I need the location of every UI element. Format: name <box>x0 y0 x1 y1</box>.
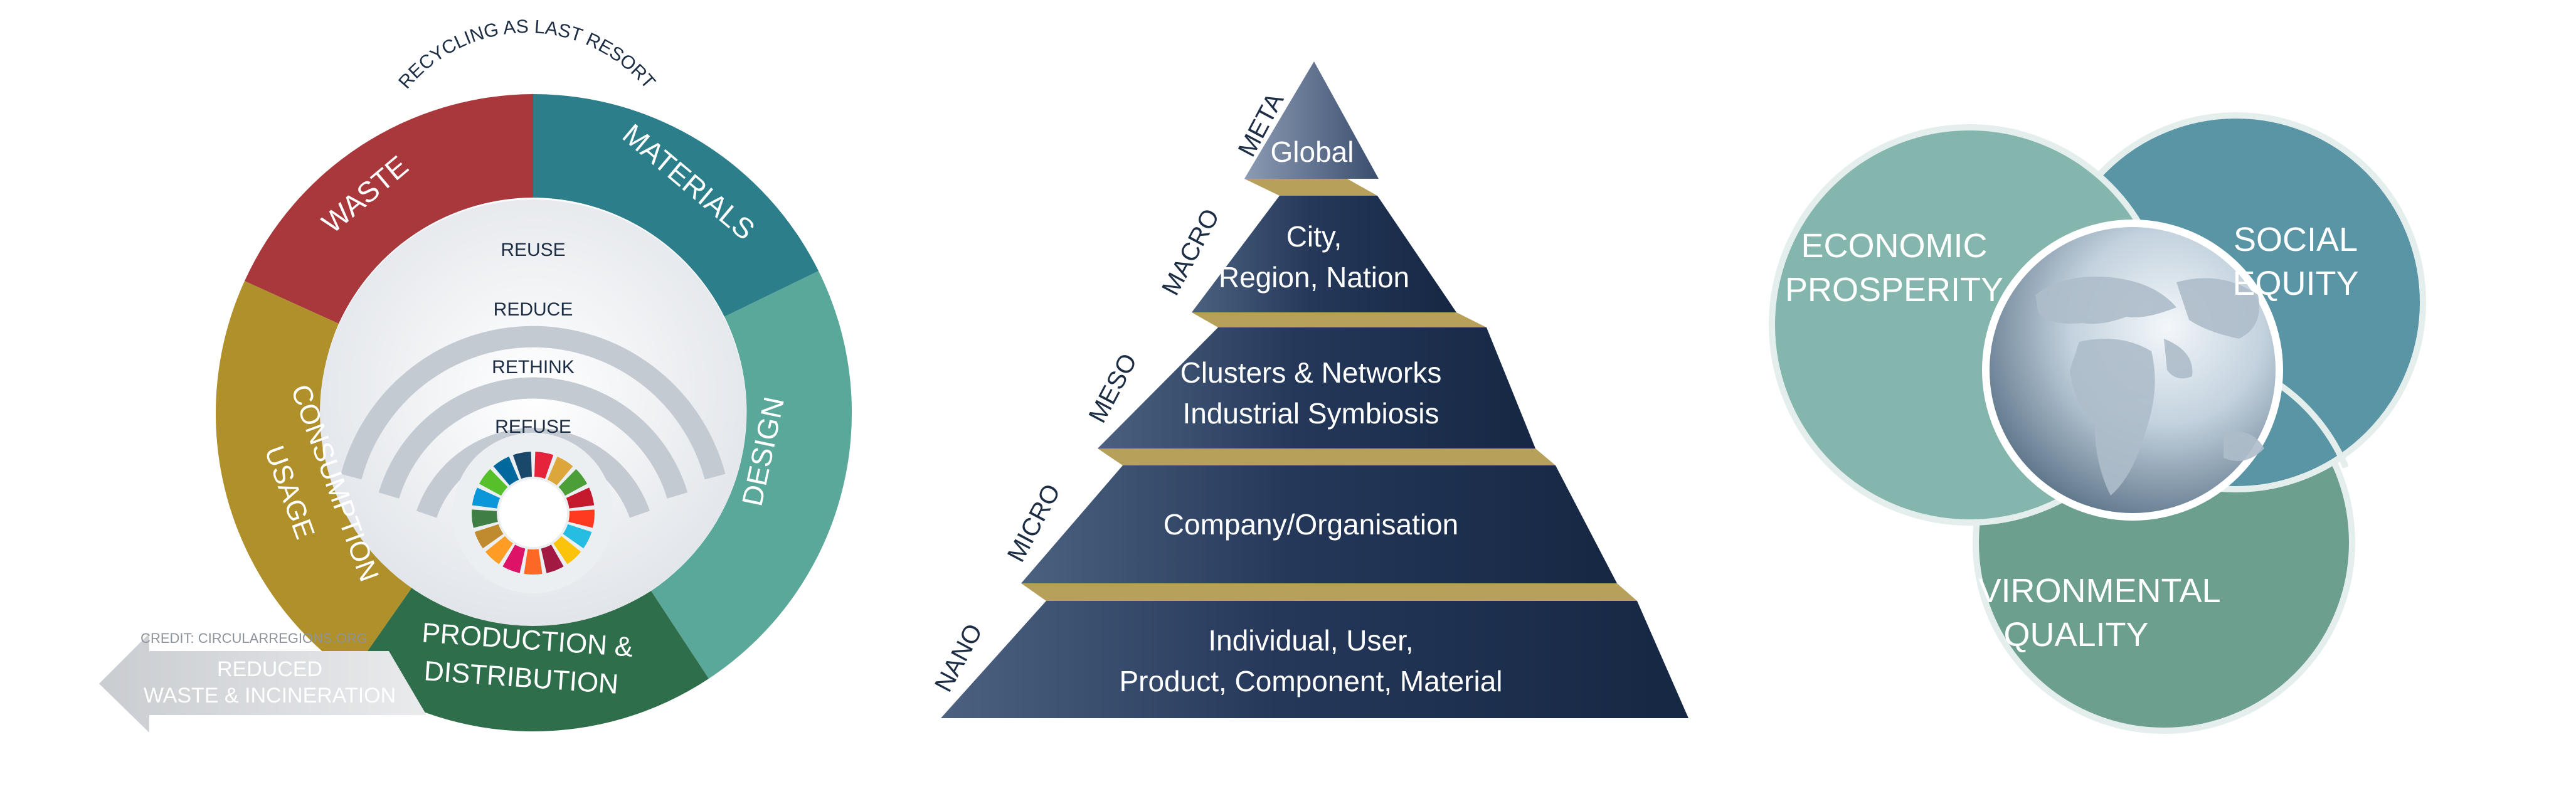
level-reduce: REDUCE <box>494 299 573 320</box>
pyramid-micro-label: Company/Organisation <box>1163 508 1458 541</box>
sdg-wheel-segment <box>474 524 504 549</box>
sdg-wheel-segment <box>534 452 554 479</box>
level-rethink: RETHINK <box>492 357 575 378</box>
sdg-wheel-segment <box>553 536 581 565</box>
pyramid-separator <box>1021 583 1637 601</box>
segment-consumption <box>215 281 413 674</box>
sdg-wheel-segment <box>479 469 508 496</box>
pyramid-meso-label-2: Industrial Symbiosis <box>1182 397 1439 430</box>
segment-materials <box>533 94 819 317</box>
sdg-wheel-segment <box>472 487 501 509</box>
sdg-wheel-segment <box>512 452 532 479</box>
pyramid-separator <box>1192 312 1487 327</box>
sdg-wheel-segment <box>547 456 573 485</box>
pyramid-separator <box>1098 448 1556 465</box>
sdg-wheel-center <box>499 479 567 547</box>
economic-label-2: PROSPERITY <box>1785 271 2003 309</box>
segment-design <box>651 271 852 679</box>
segment-waste <box>245 94 533 324</box>
sdg-wheel-segment <box>568 509 595 528</box>
reduced-waste-arrow <box>99 634 427 733</box>
pyramid-level-macro <box>1192 196 1456 312</box>
arrow-label-2: WASTE & INCINERATION <box>144 684 396 708</box>
outer-ring-label: RECYCLING AS LAST RESORT <box>395 16 659 93</box>
sdg-wheel-segment <box>524 549 543 575</box>
pyramid-level-meso <box>1098 327 1535 448</box>
social-label-2: EQUITY <box>2232 265 2358 302</box>
sdg-wheel-segment <box>485 536 513 565</box>
pyramid-meta-label: Global <box>1271 135 1354 168</box>
sustainability-venn: ECONOMIC PROSPERITY SOCIAL EQUITY ENVIRO… <box>1769 112 2426 734</box>
sdg-wheel-segment <box>566 487 595 509</box>
pyramid-macro-label-2: Region, Nation <box>1219 261 1409 294</box>
inner-disc <box>320 199 746 626</box>
level-reuse: REUSE <box>501 240 565 260</box>
pyramid-level-meta <box>1244 61 1379 179</box>
economic-label-1: ECONOMIC <box>1801 227 1988 265</box>
sdg-wheel-segment <box>502 544 526 573</box>
pyramid-nano-label-1: Individual, User, <box>1208 624 1413 657</box>
pyramid-nano-label-2: Product, Component, Material <box>1119 665 1502 697</box>
sdg-wheel-segment <box>541 544 564 573</box>
pyramid-macro-label-1: City, <box>1286 220 1342 253</box>
segment-production <box>351 586 709 732</box>
sdg-wheel-segment <box>493 456 519 485</box>
social-label-1: SOCIAL <box>2234 221 2358 258</box>
pyramid-level-nano <box>941 601 1688 718</box>
environmental-label-2: QUALITY <box>2003 616 2148 654</box>
globe-icon <box>1982 220 2283 521</box>
level-refuse: REFUSE <box>495 416 571 437</box>
arrow-label-1: REDUCED <box>217 657 322 681</box>
circular-economy-diagram: REUSE REDUCE RETHINK REFUSE RECYCLING AS… <box>99 16 852 733</box>
pyramid-level-micro <box>1021 465 1617 583</box>
sdg-wheel-segment <box>558 469 588 496</box>
environmental-label-1: ENVIRONMENTAL <box>1931 572 2220 610</box>
pyramid-meso-label-1: Clusters & Networks <box>1180 356 1442 389</box>
sdg-wheel-segment <box>563 524 592 549</box>
credit-text: CREDIT: CIRCULARREGIONS.ORG <box>140 630 368 646</box>
scale-pyramid: Global City, Region, Nation Clusters & N… <box>930 61 1688 718</box>
sdg-wheel-segment <box>472 509 498 528</box>
sdg-wheel-icon <box>472 452 595 575</box>
pyramid-separator <box>1244 179 1377 196</box>
